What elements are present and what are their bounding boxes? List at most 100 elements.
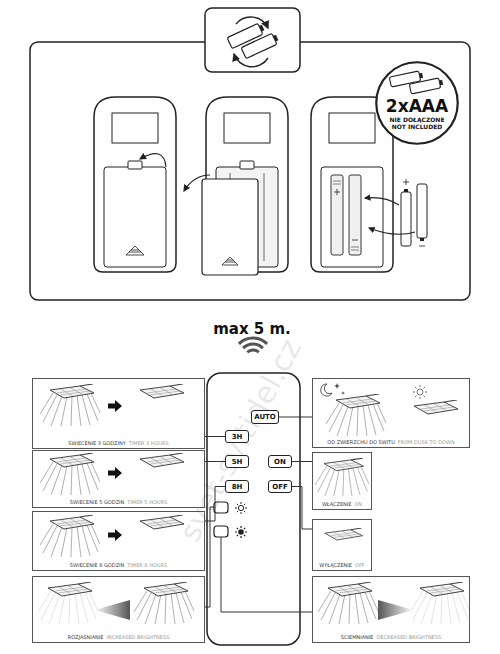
- timer-8h-illustration: [40, 515, 184, 557]
- battery-icon: [389, 70, 423, 87]
- remote-outline: [206, 97, 288, 272]
- compartment-rail: [230, 173, 264, 261]
- rotate-arrow: [234, 54, 268, 67]
- dusk-dawn-illustration: [321, 383, 458, 436]
- battery-compartment: [216, 167, 278, 267]
- caption-line: ŚWIECENIE 3 GODZINYTIMER 3 HOURS: [34, 440, 203, 446]
- caption-line: ŚCIEMNIANIEDECREASED BRIGHTNESS: [314, 634, 468, 640]
- remote-button: 3H: [225, 430, 249, 443]
- remote-back-closed: [94, 97, 176, 272]
- function-box: ŚWIECENIE 5 GODZINTIMER 5 HOURS: [32, 450, 205, 508]
- caption-line: WŁĄCZENIEON: [314, 501, 370, 507]
- leader-line: [279, 417, 312, 418]
- sequence-arrow: [108, 467, 122, 479]
- caption-secondary: TIMER 5 HOURS: [127, 499, 167, 505]
- leader-line: [292, 461, 312, 462]
- polarity-mark: [334, 189, 358, 240]
- button-label: OFF: [272, 483, 288, 491]
- sun-disc: [417, 389, 423, 395]
- insert-arrow: [369, 228, 415, 234]
- function-box: ŚCIEMNIANIEDECREASED BRIGHTNESS: [312, 576, 470, 643]
- sun-disc: [238, 505, 243, 510]
- cover-vent: [222, 257, 238, 265]
- battery-terminal: [419, 73, 423, 79]
- function-box: OD ZWIERZCHU DO ŚWITUFROM DUSK TO DOWN: [312, 378, 470, 448]
- battery-swap-badge: [205, 8, 300, 72]
- polarity-mark: [403, 179, 425, 246]
- signal-arc: [239, 338, 267, 344]
- battery-body: [401, 192, 411, 246]
- battery-terminal: [439, 80, 443, 86]
- lamp-lit: [326, 394, 386, 436]
- sun-icon: [413, 385, 427, 399]
- brightness-wedge: [98, 600, 130, 620]
- sequence-arrow: [108, 529, 122, 541]
- sequence-arrow: [108, 400, 122, 412]
- sun-rays: [235, 502, 247, 514]
- caption-primary: OD ZWIERZCHU DO ŚWITU: [327, 439, 394, 445]
- loose-batteries: [365, 179, 427, 246]
- function-box: WŁĄCZENIEON: [312, 452, 372, 510]
- badge-frame: [205, 8, 300, 72]
- caption-secondary: DECREASED BRIGHTNESS: [376, 634, 441, 640]
- button-label: 8H: [232, 483, 243, 491]
- battery-slot: [331, 175, 343, 255]
- signal-waves: [239, 338, 267, 352]
- leader-line: [292, 487, 312, 530]
- battery-terminal: [273, 35, 278, 42]
- instruction-frame: [30, 42, 470, 300]
- function-box: ŚWIECENIE 8 GODZINTIMER 8 HOURS: [32, 511, 205, 571]
- battery-spring: [333, 181, 359, 250]
- lamp-dim: [410, 582, 470, 624]
- remote-window: [329, 113, 375, 143]
- cover-latch: [240, 161, 254, 169]
- lamp-dark: [414, 400, 458, 414]
- remote-button: 5H: [225, 455, 249, 468]
- lamp-dim: [38, 582, 98, 624]
- caption-secondary: OFF: [355, 562, 365, 568]
- battery-icon: [227, 22, 266, 49]
- remote-window: [224, 113, 270, 143]
- leader-line: [205, 461, 225, 462]
- slide-arrow: [184, 175, 210, 191]
- button-label: 3H: [232, 433, 243, 441]
- sun-rays: [413, 385, 427, 399]
- lamp-dark: [325, 528, 363, 540]
- remote-button: 8H: [225, 480, 249, 493]
- battery-body: [409, 78, 440, 94]
- caption-primary: ŚCIEMNIANIE: [341, 634, 374, 640]
- lamp-dark: [140, 453, 184, 467]
- battery-body: [389, 71, 420, 87]
- caption-line: ŚWIECENIE 8 GODZINTIMER 8 HOURS: [34, 562, 203, 568]
- battery-slot: [349, 175, 361, 255]
- caption-secondary: TIMER 3 HOURS: [129, 440, 169, 446]
- rotate-arrow: [236, 17, 268, 28]
- leader-line: [221, 537, 312, 612]
- signal-arc: [247, 350, 258, 352]
- function-box: WYŁĄCZENIEOFF: [312, 519, 372, 571]
- caption-secondary: TIMER 8 HOURS: [127, 562, 167, 568]
- button-label: ON: [274, 458, 286, 466]
- brightness-down-button: [214, 526, 228, 537]
- lamp-lit: [40, 515, 100, 557]
- battery-terminal: [420, 238, 424, 241]
- caption-primary: ŚWIECENIE 8 GODZIN: [70, 562, 124, 568]
- battery-body: [227, 23, 263, 48]
- lamp-lit: [315, 458, 369, 496]
- signal-arc: [243, 344, 263, 348]
- caption-line: WYŁĄCZENIEOFF: [314, 562, 370, 568]
- sun-icon-filled: [235, 526, 247, 538]
- brighten-illustration: [38, 582, 194, 624]
- remote-outline: [94, 97, 176, 272]
- brightness-wedge: [378, 600, 410, 620]
- battery-icon: [241, 32, 280, 59]
- function-box: ROZJAŚNIANIEINCREASED BRIGHTNESS: [32, 576, 205, 643]
- battery-compartment: [321, 167, 383, 267]
- caption-line: ROZJAŚNIANIEINCREASED BRIGHTNESS: [34, 634, 203, 640]
- caption-line: OD ZWIERZCHU DO ŚWITUFROM DUSK TO DOWN: [314, 439, 468, 445]
- cover-latch: [128, 161, 142, 169]
- lamp-dark: [140, 384, 184, 398]
- caption-primary: ROZJAŚNIANIE: [68, 634, 104, 640]
- battery-icon: [409, 77, 443, 94]
